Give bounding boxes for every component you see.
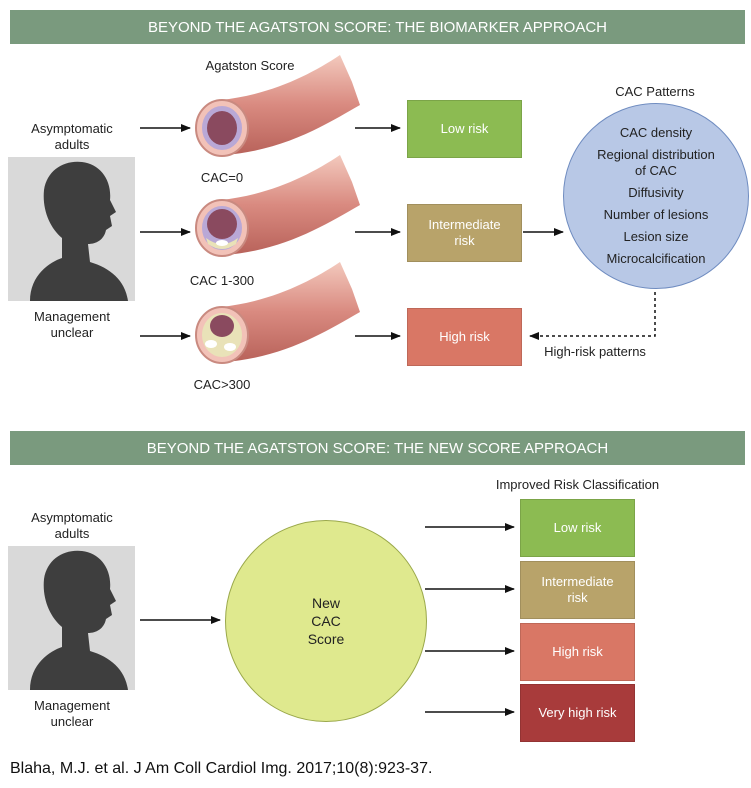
pattern-cac-density: CAC density — [619, 125, 693, 140]
dashed-arrow-high-risk-patterns — [529, 292, 656, 340]
management-unclear-label-top: Management unclear — [34, 309, 110, 340]
vessel-label-cac-1-300: CAC 1-300 — [189, 273, 255, 288]
vessel-label-cac-over-300: CAC>300 — [193, 377, 251, 392]
new-cac-score-circle: New CAC Score — [225, 520, 427, 722]
pattern-regional-distribution: Regional distribution of CAC — [597, 147, 715, 178]
management-unclear-label-bottom: Management unclear — [34, 698, 110, 729]
pattern-lesion-size: Lesion size — [623, 229, 689, 244]
high-risk-patterns-label: High-risk patterns — [544, 344, 646, 359]
cac-patterns-circle: CAC density Regional distribution of CAC… — [563, 103, 749, 289]
vessel-cac-1-300-icon — [195, 155, 360, 257]
new-score-approach-banner: BEYOND THE AGATSTON SCORE: THE NEW SCORE… — [10, 431, 745, 465]
pattern-number-of-lesions: Number of lesions — [603, 207, 709, 222]
asymptomatic-adults-label-top: Asymptomatic adults — [31, 121, 113, 152]
person-silhouette-bottom-icon — [8, 546, 135, 690]
agatston-score-label: Agatston Score — [205, 58, 295, 73]
cac-patterns-title: CAC Patterns — [615, 84, 695, 99]
risk-box-low: Low risk — [407, 100, 522, 158]
asymptomatic-adults-label-bottom: Asymptomatic adults — [31, 510, 113, 541]
risk-box-high: High risk — [407, 308, 522, 366]
vessel-cac-0-icon — [195, 55, 360, 157]
biomarker-approach-banner: BEYOND THE AGATSTON SCORE: THE BIOMARKER… — [10, 10, 745, 44]
new-cac-score-label: New CAC Score — [307, 595, 345, 647]
improved-risk-classification-title: Improved Risk Classification — [495, 477, 660, 492]
bottom-risk-box-high: High risk — [520, 623, 635, 681]
bottom-risk-box-intermediate: Intermediate risk — [520, 561, 635, 619]
person-silhouette-top-icon — [8, 157, 135, 301]
bottom-risk-box-low: Low risk — [520, 499, 635, 557]
bottom-risk-box-very-high: Very high risk — [520, 684, 635, 742]
citation: Blaha, M.J. et al. J Am Coll Cardiol Img… — [10, 760, 433, 777]
risk-box-intermediate: Intermediate risk — [407, 204, 522, 262]
vessel-cac-over-300-icon — [195, 262, 360, 364]
pattern-diffusivity: Diffusivity — [628, 185, 684, 200]
vessel-label-cac-0: CAC=0 — [200, 170, 244, 185]
pattern-microcalcification: Microcalcification — [606, 251, 706, 266]
